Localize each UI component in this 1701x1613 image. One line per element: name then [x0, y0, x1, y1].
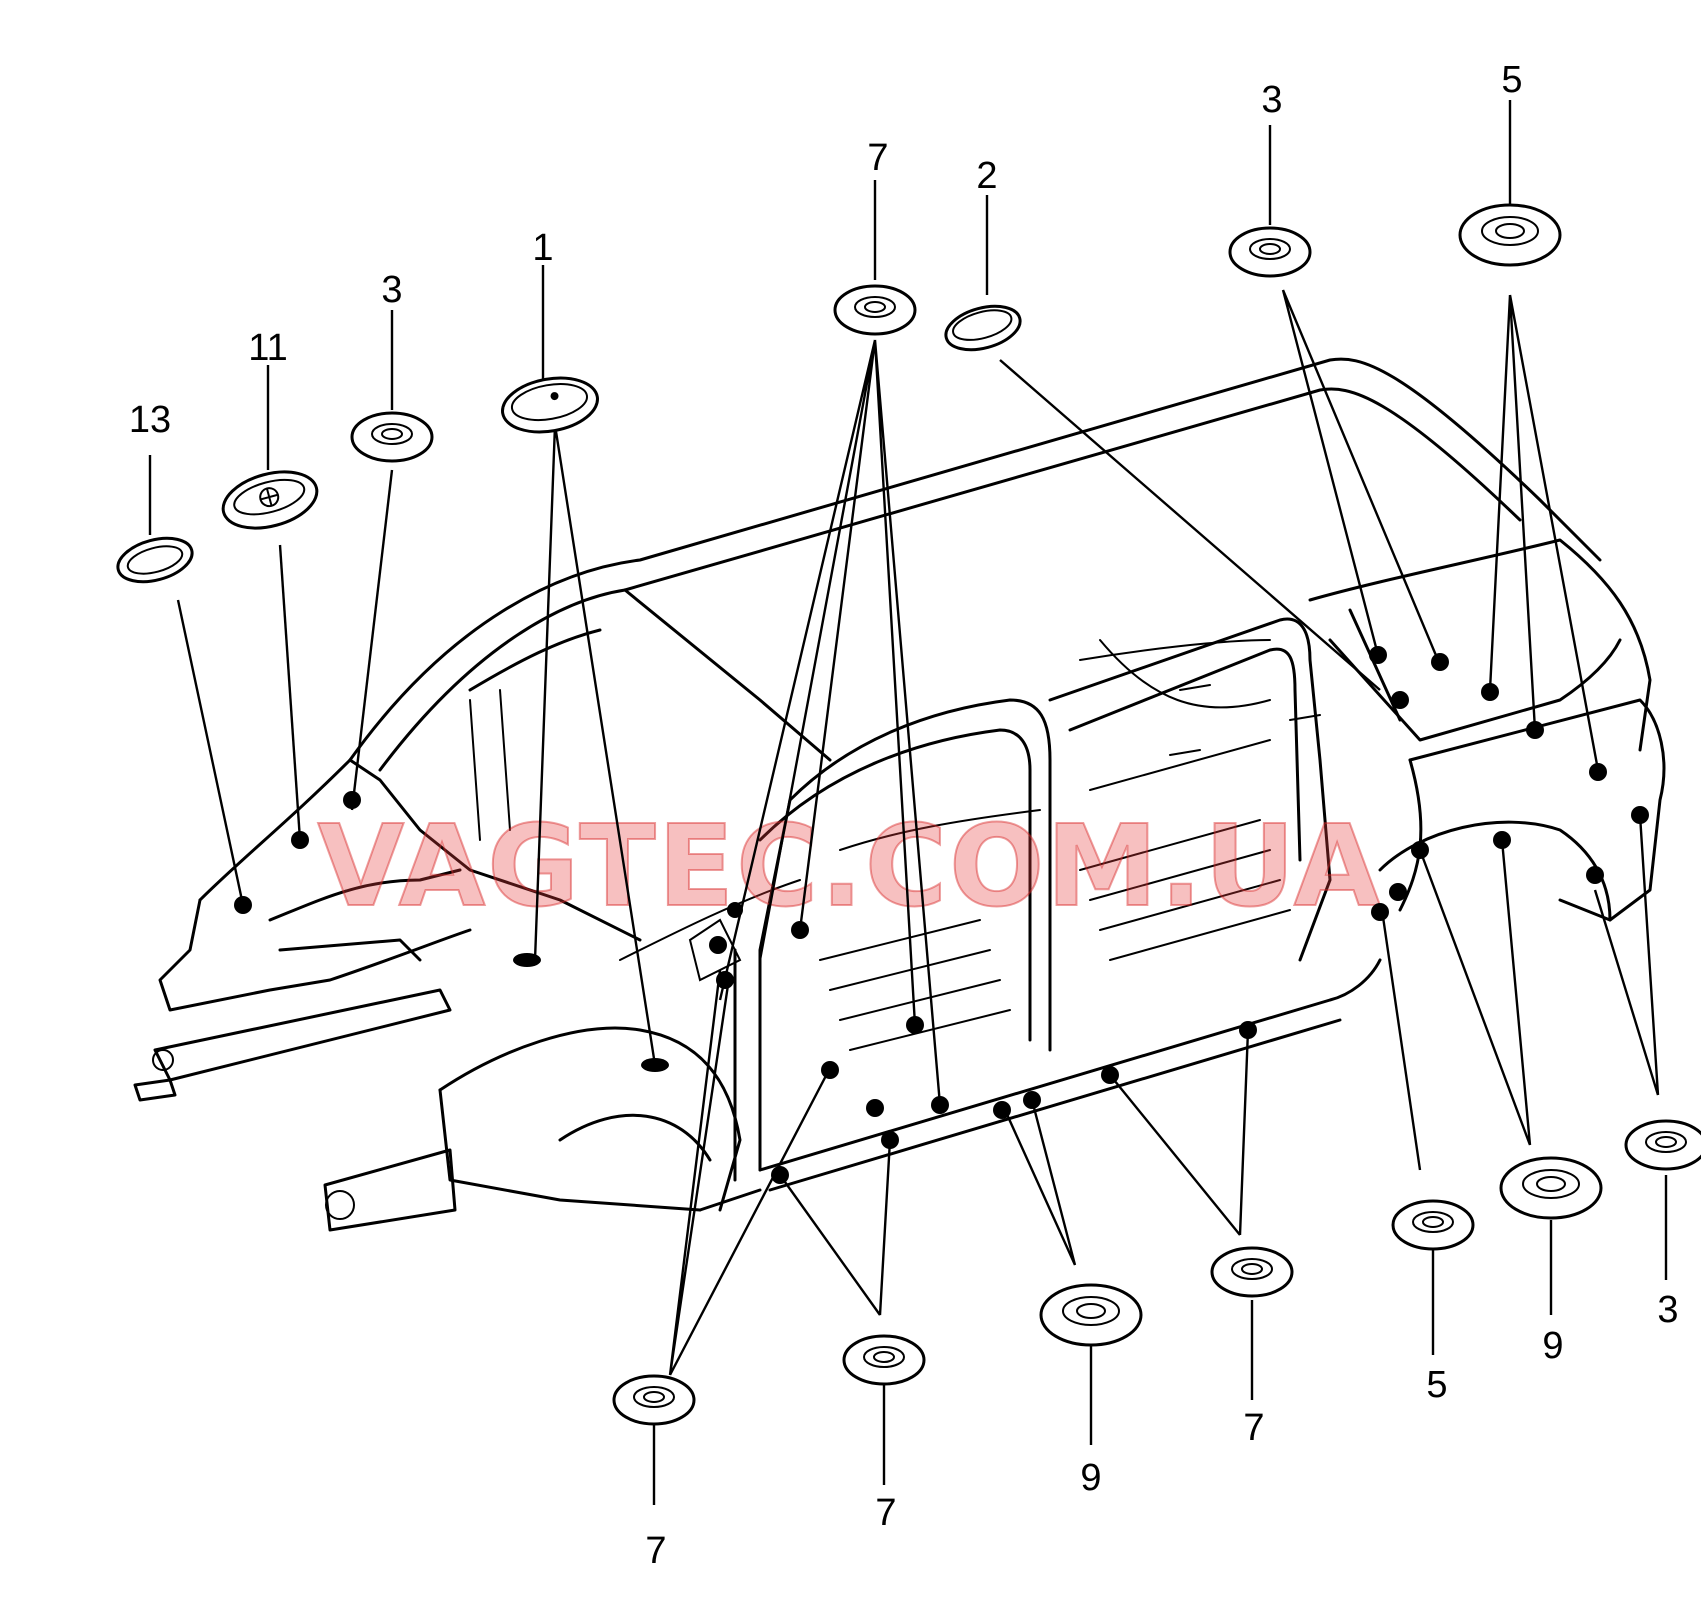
- callout-3-bottom: 3: [1657, 1289, 1678, 1331]
- callout-3-left: 3: [381, 269, 402, 311]
- oval-plug-2: [944, 304, 1022, 352]
- callout-7-top: 7: [867, 137, 888, 179]
- round-plug-5-top: [1458, 203, 1562, 267]
- callout-3-top-right: 3: [1261, 79, 1282, 121]
- plug-parts: [116, 203, 1701, 1426]
- callout-1: 1: [532, 227, 553, 269]
- callout-13: 13: [129, 399, 171, 441]
- callout-5-bottom: 5: [1426, 1364, 1447, 1406]
- callout-5-top-right: 5: [1501, 59, 1522, 101]
- round-plug-7-top: [833, 284, 917, 336]
- leader-lines: [148, 100, 1668, 1505]
- round-plug-7-lower-mid: [842, 1334, 926, 1386]
- oval-plug-11: [221, 470, 319, 530]
- oval-plug-13: [116, 536, 194, 584]
- callout-9-mid: 9: [1080, 1457, 1101, 1499]
- callout-labels: 13 11 3 1 7 2 3 5 7 7 9 7 5 9 3: [129, 59, 1679, 1572]
- round-plug-3-bottom: [1624, 1119, 1701, 1171]
- callout-9-bottom: 9: [1542, 1325, 1563, 1367]
- round-plug-7-lower-left: [612, 1374, 696, 1426]
- callout-7-right: 7: [1243, 1407, 1264, 1449]
- round-plug-9-bottom: [1499, 1156, 1603, 1220]
- callout-7-lower-left: 7: [645, 1530, 666, 1572]
- oval-plug-1: [501, 376, 599, 434]
- car-body-outline: [133, 357, 1666, 1232]
- callout-2: 2: [976, 155, 997, 197]
- round-plug-3-left: [350, 411, 434, 463]
- watermark-text: VAGTEC.COM.UA: [318, 802, 1383, 932]
- callout-7-lower-mid: 7: [875, 1492, 896, 1534]
- round-plug-9-mid: [1039, 1283, 1143, 1347]
- plug-hole-dots: [234, 646, 1649, 1184]
- round-plug-3-top: [1228, 226, 1312, 278]
- callout-11: 11: [248, 327, 287, 369]
- round-plug-7-right: [1210, 1246, 1294, 1298]
- round-plug-5-bottom: [1391, 1199, 1475, 1251]
